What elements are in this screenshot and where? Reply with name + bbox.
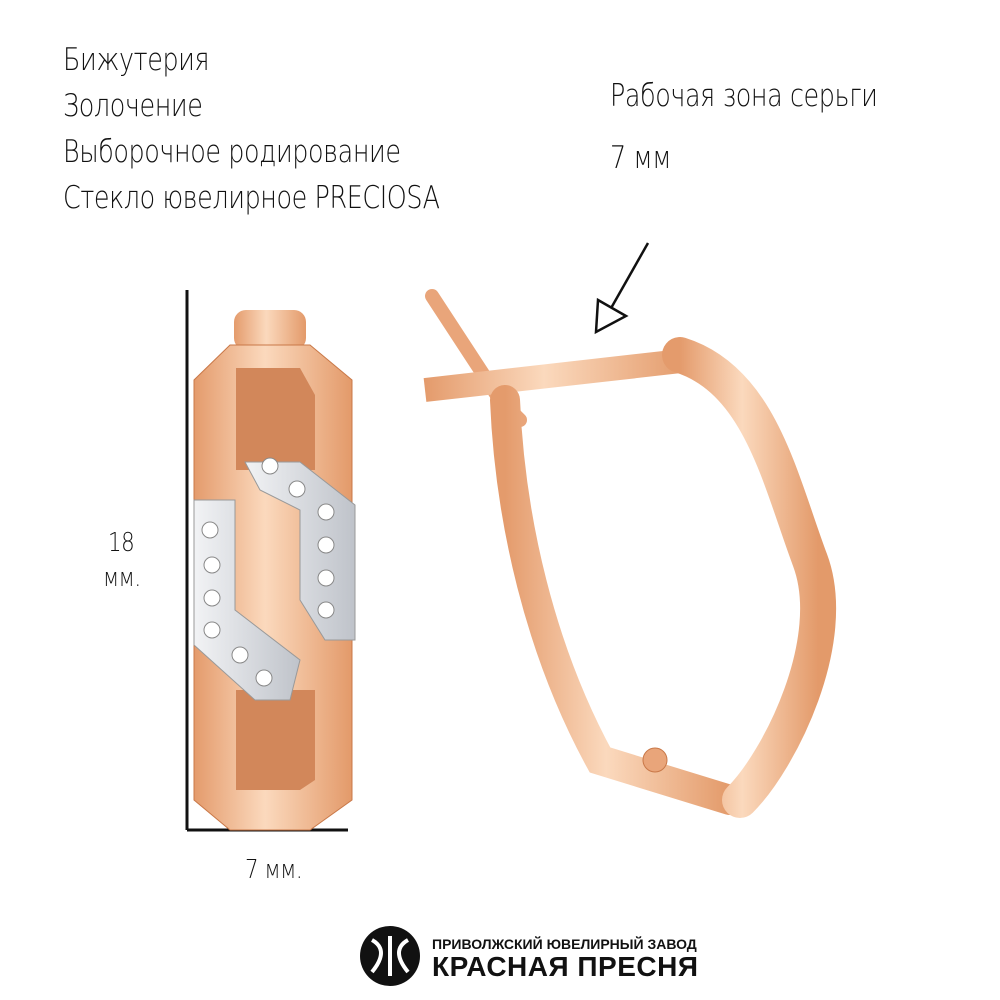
width-dimension: 7 мм. xyxy=(245,855,303,885)
arrow-icon xyxy=(594,242,650,335)
spec-glass: Стекло ювелирное PRECIOSA xyxy=(63,180,440,216)
brand-name: КРАСНАЯ ПРЕСНЯ xyxy=(432,951,699,982)
spec-gilding: Золочение xyxy=(63,88,203,124)
height-unit: мм. xyxy=(103,563,141,593)
brand-logo-icon xyxy=(360,926,420,986)
earring-front-view xyxy=(193,310,356,831)
work-zone-label: Рабочая зона серьги xyxy=(610,78,878,114)
spec-rhodium: Выборочное родирование xyxy=(63,134,401,170)
spec-jewelry: Бижутерия xyxy=(63,42,210,78)
earring-side-view xyxy=(423,289,837,818)
brand-subtitle: ПРИВОЛЖСКИЙ ЮВЕЛИРНЫЙ ЗАВОД xyxy=(432,936,697,952)
work-zone-value: 7 мм xyxy=(610,140,671,176)
height-value: 18 xyxy=(108,528,135,558)
